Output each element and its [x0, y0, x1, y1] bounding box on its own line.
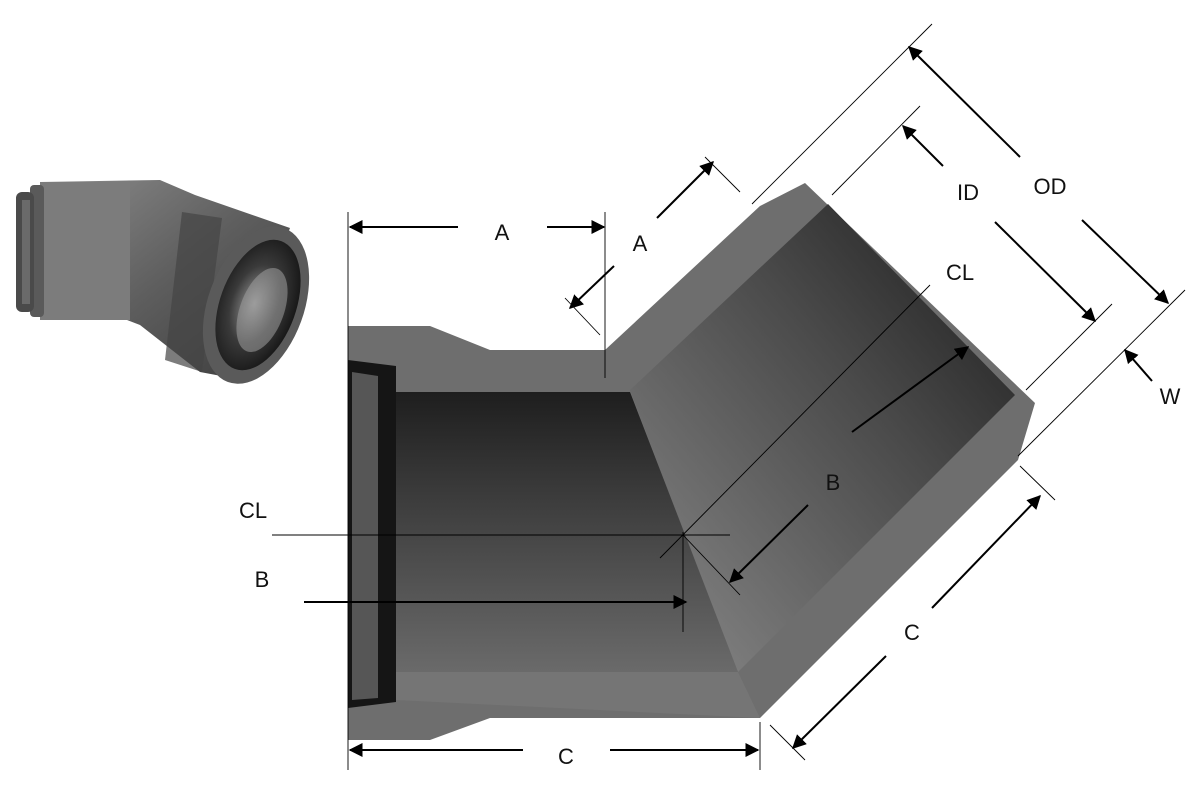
- extension-lines: [272, 23, 1186, 770]
- dimension-lines: [304, 46, 1170, 757]
- dimension-labels: A A ID OD CL W B CL B C C: [239, 174, 1181, 769]
- label-a-top: A: [495, 220, 510, 245]
- elbow-cross-section: [348, 183, 1035, 740]
- label-c-diagonal: C: [904, 620, 920, 645]
- label-centerline-right: CL: [946, 260, 974, 285]
- label-w: W: [1160, 384, 1181, 409]
- label-centerline-left: CL: [239, 498, 267, 523]
- label-id: ID: [957, 180, 979, 205]
- label-b-diagonal: B: [826, 470, 841, 495]
- isometric-fitting-thumbnail: [16, 180, 310, 384]
- label-a-diagonal: A: [633, 231, 648, 256]
- label-b-left: B: [255, 567, 270, 592]
- label-od: OD: [1034, 174, 1067, 199]
- label-c-bottom: C: [558, 744, 574, 769]
